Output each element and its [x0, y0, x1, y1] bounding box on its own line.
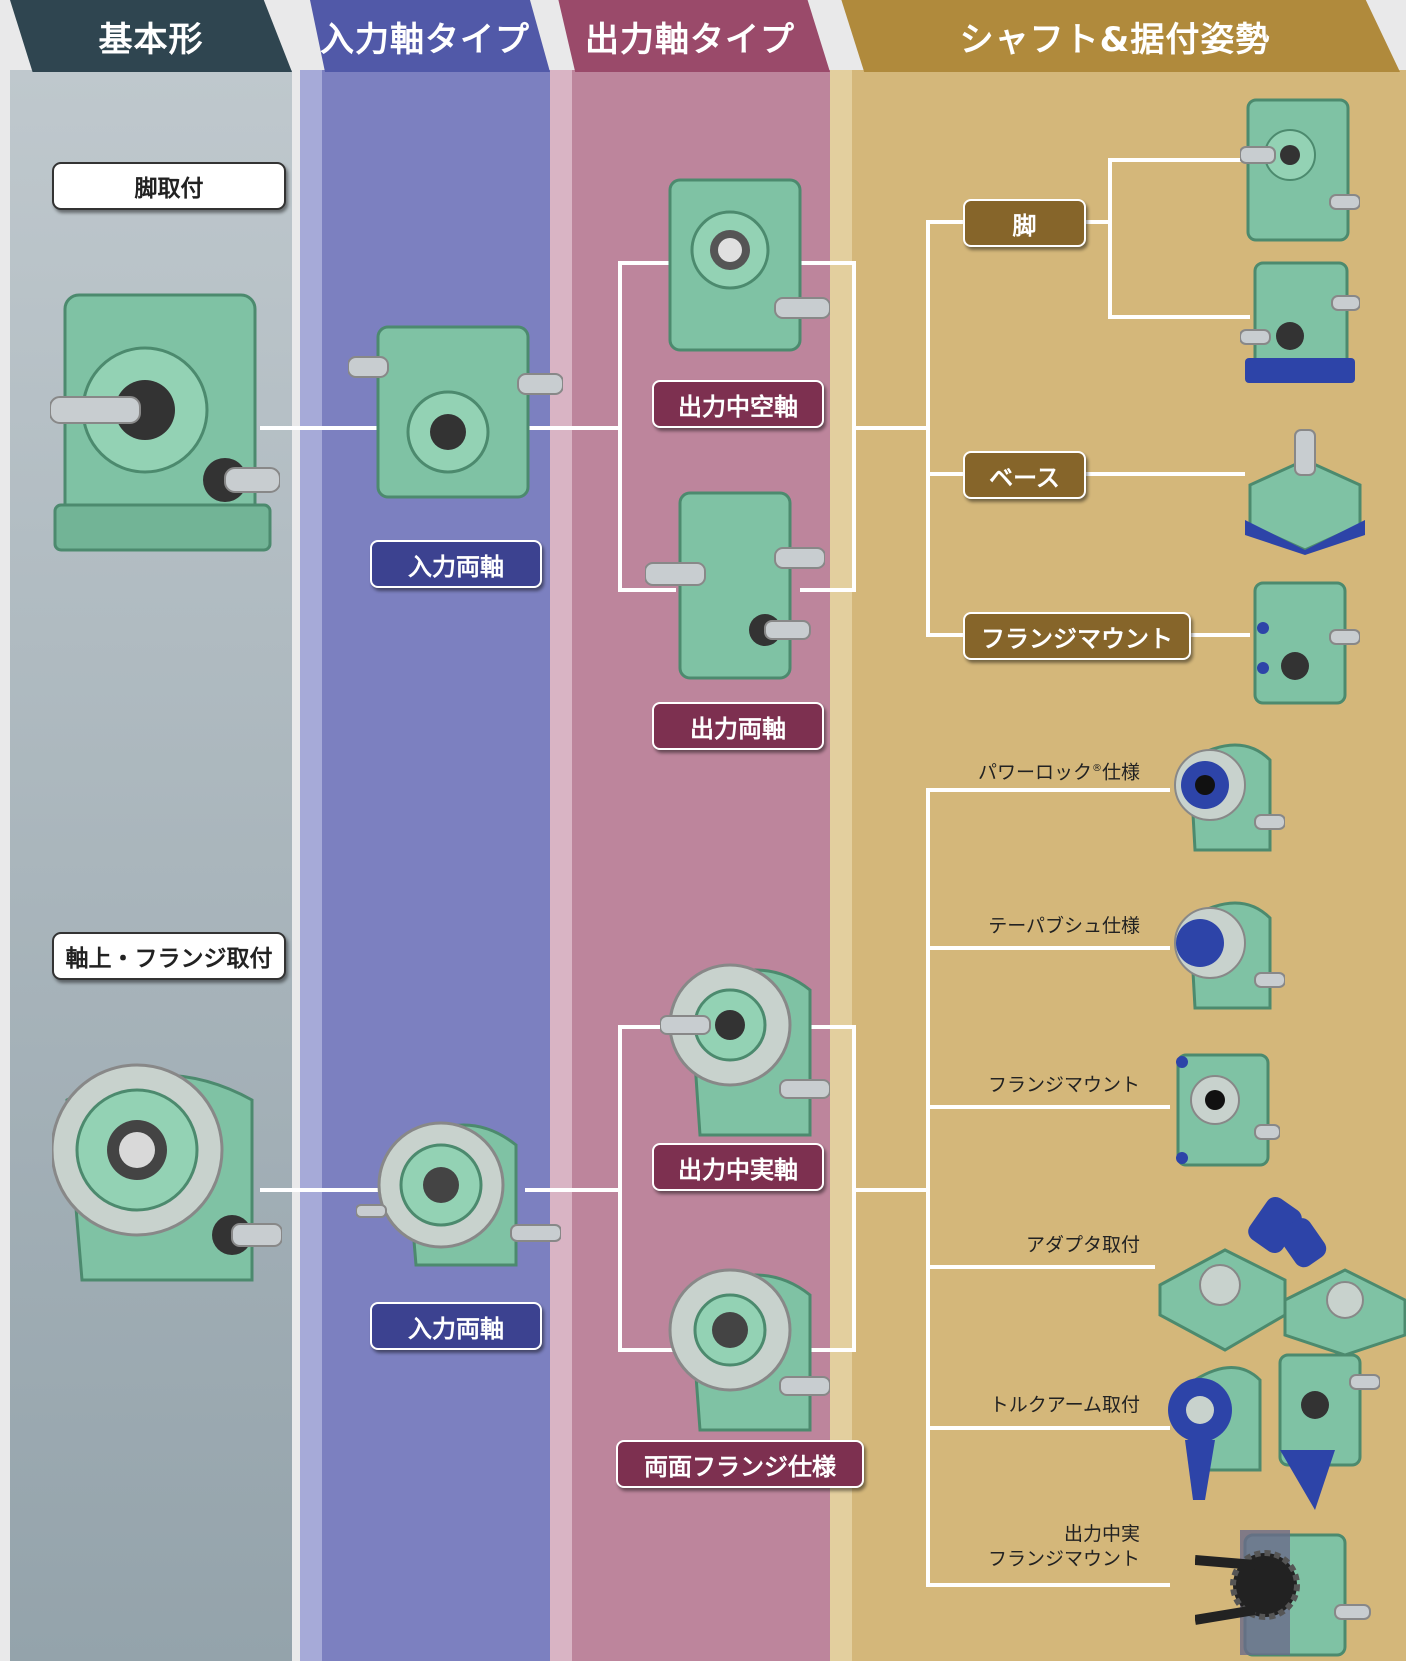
gearbox-flange-large-image — [52, 1040, 282, 1305]
solid-flange-line2: フランジマウント — [988, 1547, 1140, 1572]
gearbox-adapter-image — [1155, 1185, 1406, 1355]
torque-arm-text: トルクアーム取付 — [990, 1394, 1140, 1416]
output-solid-shaft-label: 出力中実軸 — [652, 1143, 824, 1191]
gearbox-output-double-image — [645, 488, 825, 688]
foot-mount-label: 脚取付 — [52, 162, 286, 210]
mount-flange-label: フランジマウント — [963, 612, 1191, 660]
mount-base-text: ベース — [989, 458, 1060, 493]
gearbox-input-top-image — [348, 312, 563, 517]
mount-foot-text: 脚 — [1013, 206, 1037, 241]
input-double-shaft-top-label: 入力両軸 — [370, 540, 542, 588]
gearbox-mount-base-image — [1240, 425, 1370, 555]
gearbox-double-flange-image — [660, 1255, 830, 1435]
flange-mount-spec-text: フランジマウント — [988, 1074, 1140, 1096]
double-flange-spec-label: 両面フランジ仕様 — [616, 1440, 864, 1488]
input-double-shaft-bottom-text: 入力両軸 — [408, 1309, 504, 1344]
registered-mark: ® — [1092, 763, 1102, 774]
solid-flange-line1: 出力中実 — [988, 1522, 1140, 1547]
mount-flange-text: フランジマウント — [981, 619, 1173, 654]
gearbox-taper-bush-image — [1170, 888, 1285, 1013]
mount-foot-label: 脚 — [963, 199, 1086, 247]
power-lock-text: パワーロック — [978, 761, 1092, 783]
output-double-shaft-label: 出力両軸 — [652, 702, 824, 750]
power-lock-tail-text: 仕様 — [1102, 761, 1140, 783]
input-double-shaft-top-text: 入力両軸 — [408, 547, 504, 582]
input-double-shaft-bottom-label: 入力両軸 — [370, 1302, 542, 1350]
torque-arm-spec-label: トルクアーム取付 — [990, 1393, 1140, 1418]
solid-flange-mount-spec-label: 出力中実 フランジマウント — [988, 1522, 1140, 1572]
output-solid-shaft-text: 出力中実軸 — [678, 1150, 798, 1185]
gearbox-solid-flange-mount-image — [1195, 1525, 1375, 1661]
output-hollow-shaft-label: 出力中空軸 — [652, 380, 824, 428]
output-hollow-shaft-text: 出力中空軸 — [678, 387, 798, 422]
gearbox-output-hollow-image — [655, 170, 830, 365]
gearbox-foot-large-image — [50, 275, 280, 575]
output-double-shaft-text: 出力両軸 — [690, 709, 786, 744]
taper-bush-text: テーパブシュ仕様 — [988, 915, 1140, 937]
gearbox-mount-foot-1-image — [1240, 95, 1360, 245]
adapter-mount-spec-label: アダプタ取付 — [1026, 1233, 1140, 1258]
gearbox-mount-flange-image — [1245, 578, 1360, 708]
gearbox-input-bottom-image — [356, 1105, 561, 1275]
double-flange-spec-text: 両面フランジ仕様 — [644, 1447, 836, 1482]
gearbox-output-solid-image — [660, 950, 830, 1140]
gearbox-torque-arm-image — [1165, 1350, 1380, 1525]
mount-base-label: ベース — [963, 451, 1086, 499]
flange-mount-spec-label: フランジマウント — [988, 1073, 1140, 1098]
adapter-mount-text: アダプタ取付 — [1026, 1234, 1140, 1256]
taper-bush-spec-label: テーパブシュ仕様 — [988, 914, 1140, 939]
shaft-flange-mount-text: 軸上・フランジ取付 — [66, 939, 273, 973]
shaft-flange-mount-label: 軸上・フランジ取付 — [52, 932, 286, 980]
gearbox-mount-foot-2-image — [1240, 258, 1360, 388]
power-lock-spec-label: パワーロック®仕様 — [978, 756, 1140, 785]
foot-mount-text: 脚取付 — [135, 169, 204, 203]
gearbox-flange-mount-spec-image — [1170, 1050, 1280, 1170]
gearbox-power-lock-image — [1170, 730, 1285, 855]
